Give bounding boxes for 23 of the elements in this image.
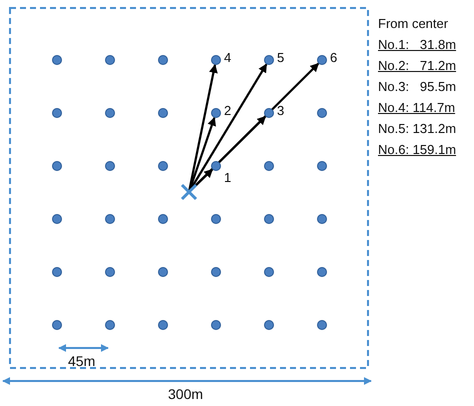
point-number: 4 [224, 50, 232, 65]
measurement-point [211, 55, 221, 65]
measurement-point [264, 55, 274, 65]
dimension-label: 45m [68, 354, 96, 369]
distance-entry: No.5: 131.2m [378, 121, 456, 136]
measurement-point [211, 161, 221, 171]
distance-entry: No.4: 114.7m [378, 100, 456, 115]
point-number: 6 [330, 50, 338, 65]
point-number: 1 [224, 170, 232, 185]
legend-heading: From center [378, 16, 448, 31]
point-number: 5 [277, 50, 284, 65]
measurement-point [264, 108, 274, 118]
center-cross [180, 184, 198, 200]
distance-entry: No.6: 159.1m [378, 142, 456, 157]
distance-entry: No.1: 31.8m [378, 37, 456, 52]
dimension-label: 300m [168, 387, 204, 402]
arrow [188, 64, 218, 192]
distance-entry: No.3: 95.5m [378, 79, 456, 94]
point-number: 3 [277, 103, 284, 118]
distance-entry: No.2: 71.2m [378, 58, 456, 73]
measurement-point [317, 55, 327, 65]
measurement-point [211, 108, 221, 118]
point-number: 2 [224, 103, 232, 118]
